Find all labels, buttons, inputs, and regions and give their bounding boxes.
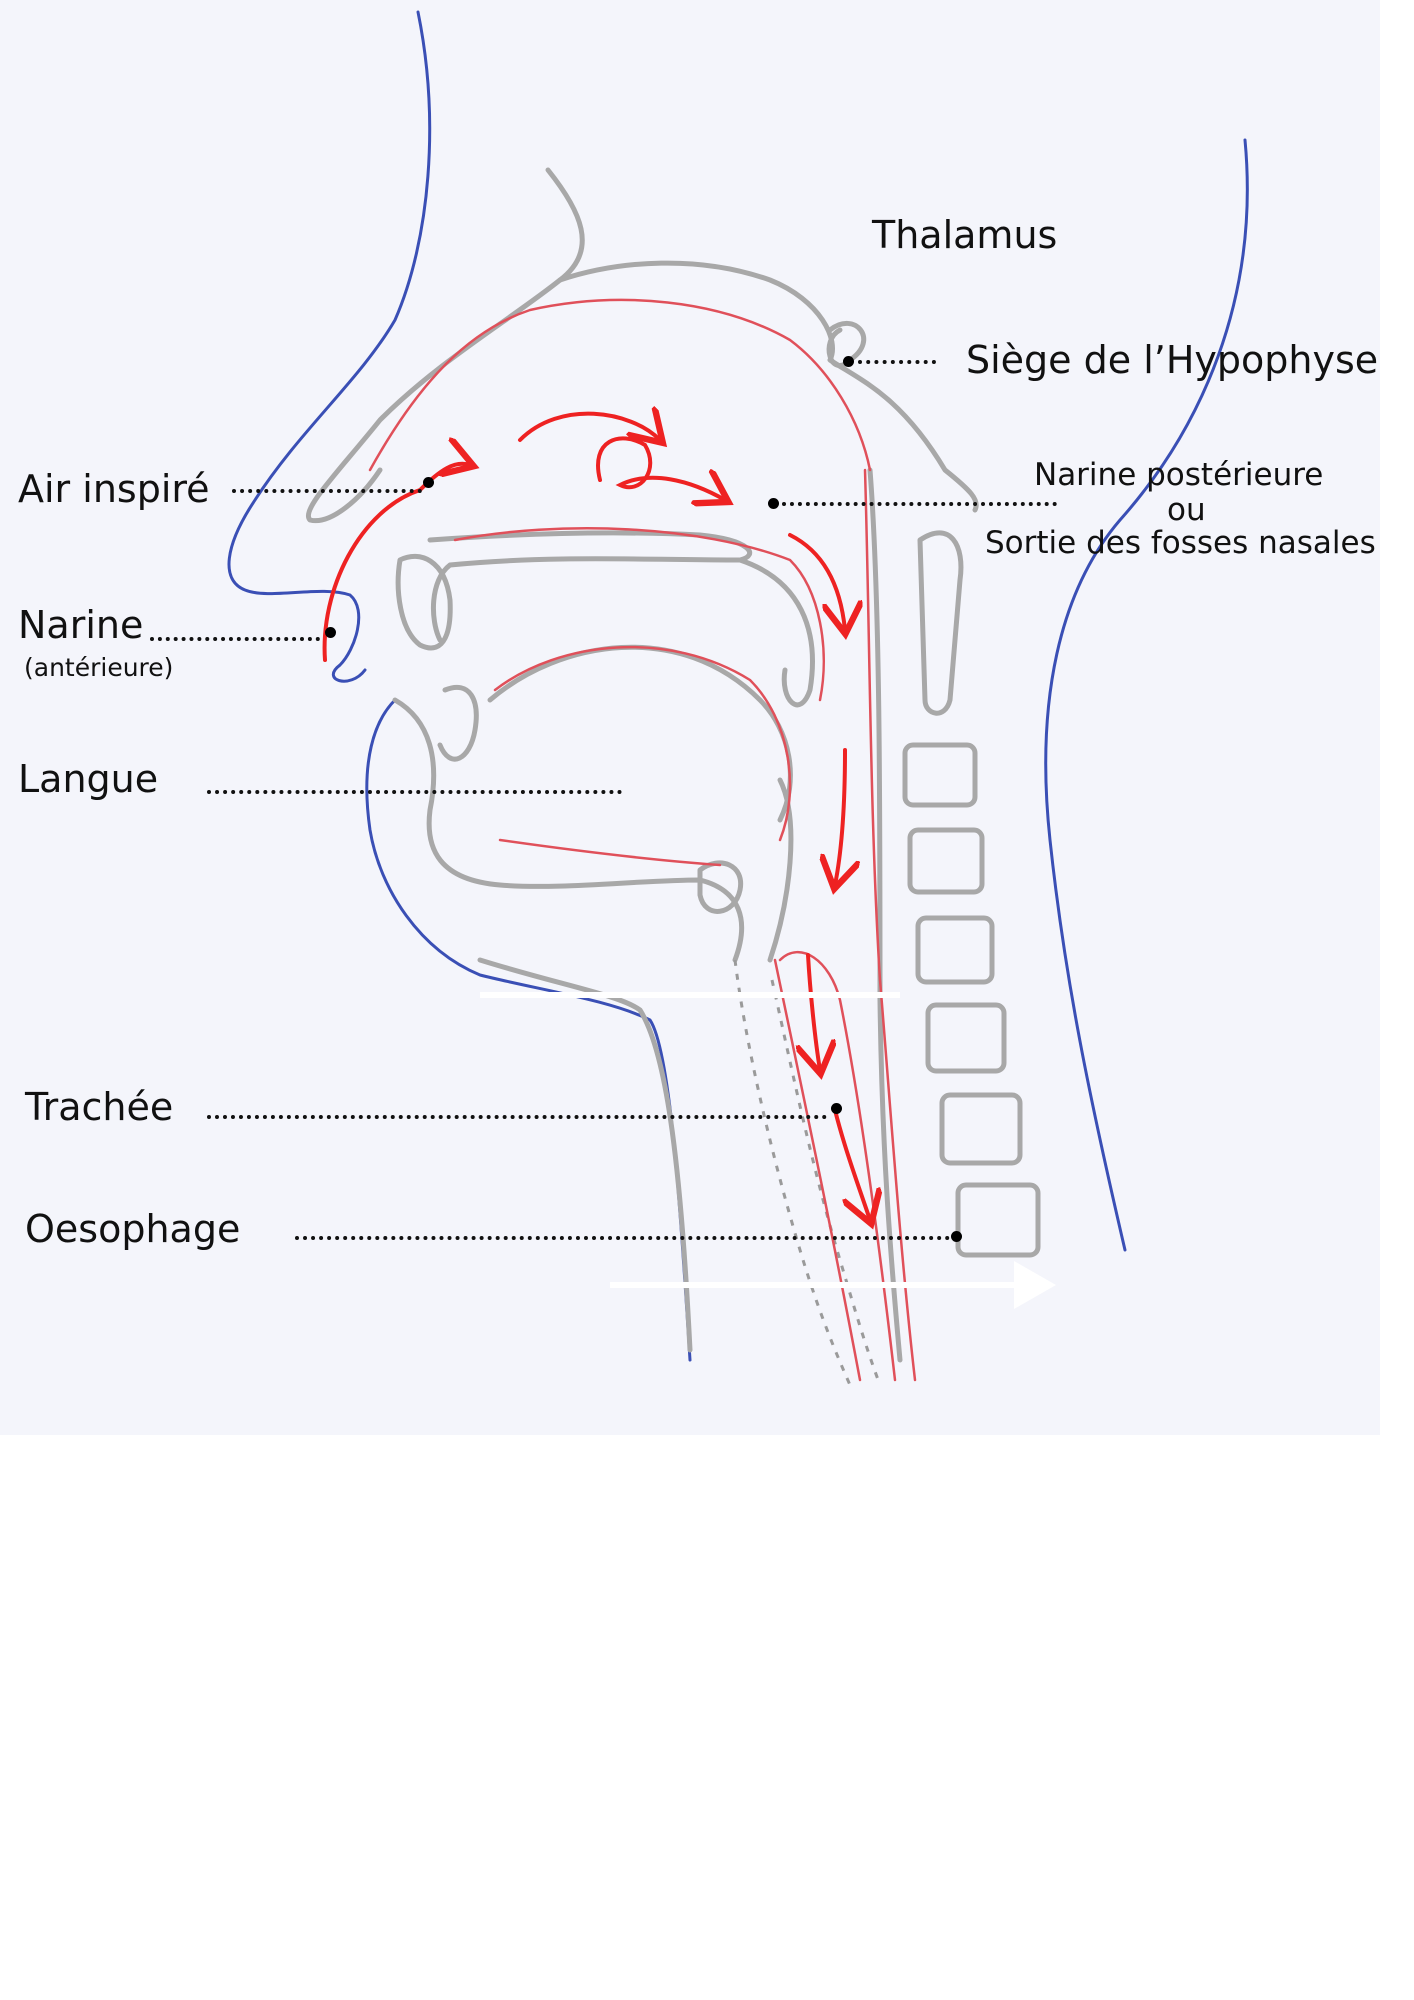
airflow-arrow-nasopharynx: [788, 533, 845, 630]
cranial-base: [557, 260, 979, 513]
back-neck-line: [1044, 138, 1249, 1252]
vertebra-c3: [907, 827, 985, 895]
vertebra-c4: [915, 915, 995, 985]
palate-mucosa: [453, 527, 825, 702]
hard-palate: [427, 530, 753, 643]
pointer-dot-air-inspire: [423, 477, 434, 488]
upper-teeth: [395, 553, 453, 651]
head-sagittal-section-drawing: [227, 10, 1249, 1386]
white-overlay-marks: [480, 992, 1056, 1309]
soft-palate: [737, 557, 815, 708]
pharynx-mucosa: [863, 468, 917, 1382]
tracheal-rings: [733, 959, 882, 1386]
chin-neck-line: [365, 698, 692, 1362]
label-narine-posterieure-line2: ou: [1167, 492, 1206, 528]
epiglottis: [767, 777, 794, 963]
paper-sheet: [0, 0, 1380, 1435]
label-narine-anterieure: (antérieure): [24, 653, 174, 682]
trachea-front-wall: [733, 959, 852, 1386]
airflow-arrow-oropharynx: [835, 748, 845, 885]
vertebra-c7: [955, 1182, 1041, 1258]
dens-axis: [917, 530, 964, 716]
leader-air-inspire: [232, 489, 422, 493]
mucosa-lines: [368, 298, 917, 1382]
airflow-arrow-upper-nasal: [518, 414, 660, 440]
floor-of-mouth-mucosa: [498, 838, 722, 867]
pharynx-wall: [867, 467, 903, 1363]
label-narine: Narine: [18, 603, 144, 647]
leader-langue: [207, 790, 622, 794]
tongue-outline: [487, 644, 793, 823]
vertebra-c6: [939, 1092, 1023, 1166]
label-narine-posterieure-line1: Narine postérieure: [1034, 457, 1324, 493]
vertebra-c2: [902, 742, 978, 808]
label-oesophage: Oesophage: [25, 1207, 241, 1251]
leader-narine: [150, 637, 320, 641]
label-narine-posterieure-line3: Sortie des fosses nasales: [985, 525, 1376, 561]
face-profile-line: [227, 10, 432, 683]
nasal-cavity-roof-mucosa: [368, 298, 872, 472]
label-air-inspire: Air inspiré: [18, 467, 210, 511]
lower-teeth: [437, 685, 479, 762]
skin-profile: [227, 10, 1249, 1362]
airflow-arrow-trachea: [833, 1108, 870, 1220]
oesophagus-front-mucosa: [773, 958, 862, 1382]
airflow-arrow-loop: [596, 436, 725, 500]
airflow-arrows: [322, 414, 870, 1220]
pointer-dot-trachee: [831, 1103, 842, 1114]
pointer-dot-hypophyse: [843, 356, 854, 367]
nasal-bone: [306, 167, 585, 524]
leader-trachee: [207, 1115, 827, 1119]
label-trachee: Trachée: [25, 1085, 174, 1129]
leader-oesophage: [295, 1236, 950, 1240]
pointer-dot-oesophage: [951, 1231, 962, 1242]
bone-outlines: [306, 167, 979, 1363]
label-thalamus: Thalamus: [872, 213, 1058, 257]
airflow-arrow-nostril: [322, 464, 470, 662]
vertebra-c5: [925, 1002, 1007, 1074]
tongue-mucosa: [493, 645, 792, 842]
leader-narine-posterieure: [782, 502, 1057, 506]
leader-hypophyse: [858, 360, 936, 364]
label-hypophyse: Siège de l’Hypophyse: [966, 338, 1379, 382]
pointer-dot-narine: [325, 627, 336, 638]
cervical-vertebrae: [902, 530, 1041, 1258]
label-langue: Langue: [18, 757, 159, 801]
hyoid: [697, 860, 744, 914]
neck-front-skin: [477, 957, 693, 1353]
pointer-dot-narine-posterieure: [768, 498, 779, 509]
airflow-arrow-larynx: [808, 953, 820, 1070]
mandible: [392, 697, 745, 963]
trachea-back-wall: [770, 979, 882, 1386]
